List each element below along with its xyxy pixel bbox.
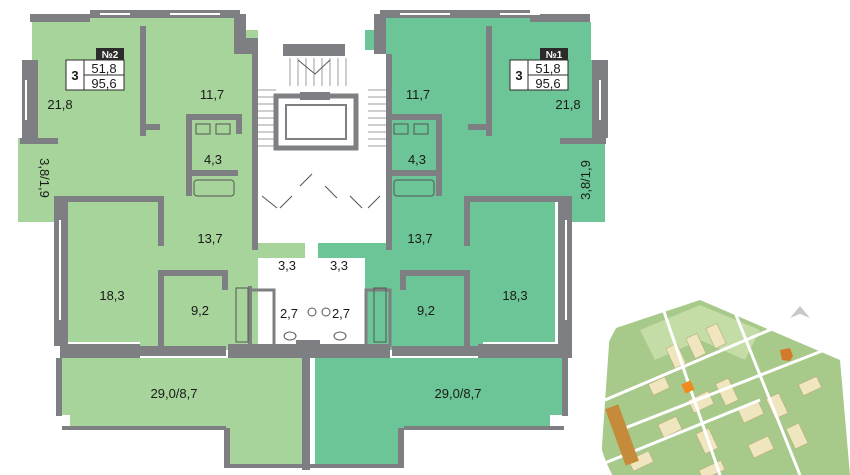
- location-map: [595, 255, 850, 475]
- unit-2-rooms: 3: [71, 68, 78, 83]
- windows: [25, 13, 601, 320]
- room-label: 2,7: [280, 306, 298, 321]
- room-label: 2,7: [332, 306, 350, 321]
- room-label: 9,2: [191, 303, 209, 318]
- room-label: 4,3: [204, 152, 222, 167]
- room-label: 21,8: [555, 97, 580, 112]
- room-label: 11,7: [406, 87, 430, 102]
- room-label: 9,2: [417, 303, 435, 318]
- unit-1-number: №1: [546, 50, 563, 61]
- room-label: 4,3: [408, 152, 426, 167]
- unit-1-room-labels: 21,8 11,7 4,3 3,8/1,9 13,7 18,3 3,3 9,2 …: [330, 87, 593, 401]
- unit-2-room-labels: 21,8 11,7 4,3 3,8/1,9 13,7 18,3 3,3 9,2 …: [37, 87, 298, 401]
- room-label: 29,0/8,7: [151, 386, 198, 401]
- room-label: 13,7: [197, 231, 222, 246]
- unit-1-badge: №1 3 51,8 95,6: [509, 48, 569, 91]
- unit-1-terrace: [315, 358, 562, 465]
- unit-1-rooms: 3: [515, 68, 522, 83]
- unit-2-total-area: 95,6: [91, 76, 116, 91]
- unit-2-living-area: 51,8: [91, 61, 116, 76]
- unit-1-living-area: 51,8: [535, 61, 560, 76]
- room-label: 3,3: [330, 258, 348, 273]
- unit-2-badge: №2 3 51,8 95,6: [65, 48, 125, 91]
- unit-2-loggia-small: [18, 138, 60, 222]
- room-label: 18,3: [502, 288, 527, 303]
- unit-2-terrace: [58, 358, 305, 465]
- unit-2[interactable]: [18, 14, 305, 465]
- room-label: 11,7: [200, 87, 224, 102]
- room-label: 13,7: [407, 231, 432, 246]
- room-label: 3,8/1,9: [37, 158, 52, 198]
- room-label: 29,0/8,7: [435, 386, 482, 401]
- walls: [20, 10, 608, 470]
- room-label: 21,8: [47, 97, 72, 112]
- room-label: 18,3: [99, 288, 124, 303]
- room-label: 3,8/1,9: [578, 160, 593, 200]
- unit-1-total-area: 95,6: [535, 76, 560, 91]
- stair-core: [258, 44, 386, 243]
- room-label: 3,3: [278, 258, 296, 273]
- unit-2-fill-upper: [22, 14, 305, 350]
- bathroom-fixtures: [193, 123, 435, 343]
- unit-2-number: №2: [102, 50, 119, 61]
